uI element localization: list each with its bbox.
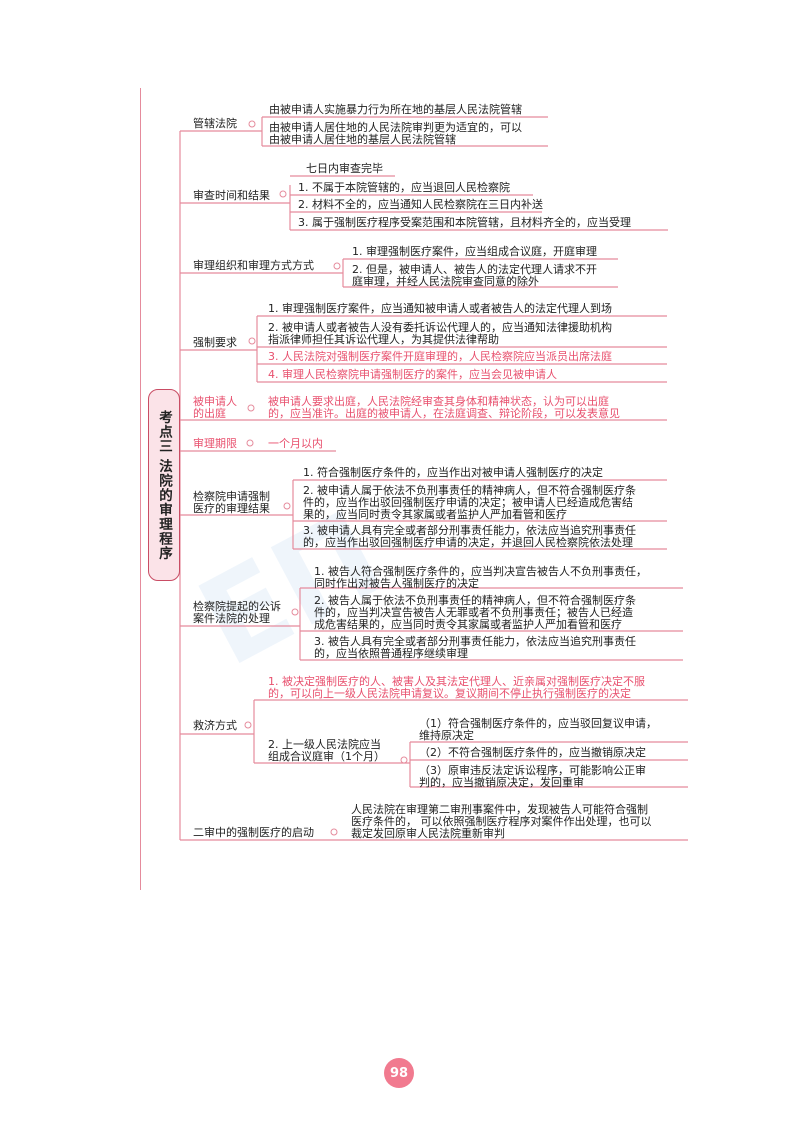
- review-time-item-0: 七日内审查完毕: [306, 162, 383, 175]
- remedy-sub-item-2: （2）不符合强制医疗条件的，应当撤销原决定: [419, 746, 646, 759]
- prosecution-item-2b: 件的，应当判决宣告被告人无罪或者不负刑事责任；被告人已经造: [314, 606, 633, 619]
- remedy-sub-item-3b: 判的，应当撤销原决定，发回重审: [419, 776, 584, 789]
- branch-appearance-line2: 的出庭: [193, 407, 226, 420]
- page-number-badge: 98: [384, 1058, 414, 1088]
- organization-item-2: 2. 但是，被申请人、被告人的法定代理人请求不开: [352, 263, 597, 276]
- review-time-item-1: 1. 不属于本院管辖的，应当退回人民检察院: [298, 181, 510, 194]
- margin-line: [140, 88, 141, 890]
- remedy-item-1b: 的，可以向上一级人民法院申请复议。复议期间不停止执行强制医疗的决定: [268, 687, 631, 700]
- branch-procuratorate-line1: 检察院申请强制: [193, 490, 270, 503]
- procuratorate-item-3b: 的，应当作出驳回强制医疗申请的决定，并退回人民检察院依法处理: [303, 536, 633, 549]
- procuratorate-item-3: 3. 被申请人具有完全或者部分刑事责任能力，依法应当追究刑事责任: [303, 524, 636, 537]
- prosecution-item-2c: 成危害结果的，应当同时责令其家属或者监护人严加看管和医疗: [314, 618, 622, 631]
- remedy-sub-item-3: （3）原审违反法定诉讼程序，可能影响公正审: [419, 764, 646, 777]
- branch-period: 审理期限: [193, 437, 237, 450]
- prosecution-item-1: 1. 被告人符合强制医疗条件的，应当判决宣告被告人不负刑事责任，: [314, 565, 647, 578]
- organization-item-2b: 庭审理，并经人民法院审查同意的除外: [352, 275, 539, 288]
- page-number: 98: [389, 1065, 409, 1081]
- remedy-sub-label-2: 组成合议庭审（1个月）: [268, 750, 385, 763]
- branch-second-instance: 二审中的强制医疗的启动: [193, 826, 314, 839]
- prosecution-item-3: 3. 被告人具有完全或者部分刑事责任能力，依法应当追究刑事责任: [314, 635, 636, 648]
- period-value: 一个月以内: [268, 437, 323, 450]
- remedy-item-1: 1. 被决定强制医疗的人、被害人及其法定代理人、近亲属对强制医疗决定不服: [268, 675, 645, 688]
- prosecution-item-2: 2. 被告人属于依法不负刑事责任的精神病人，但不符合强制医疗条: [314, 594, 636, 607]
- remedy-sub-label-1: 2. 上一级人民法院应当: [268, 738, 381, 751]
- requirements-item-2b: 指派律师担任其诉讼代理人，为其提供法律帮助: [268, 333, 499, 346]
- second-instance-item-3: 裁定发回原审人民法院重新审判: [351, 827, 505, 840]
- root-topic: 考点三 法院的审理程序: [148, 389, 180, 581]
- branch-review-time: 审查时间和结果: [193, 189, 270, 202]
- procuratorate-item-2b: 件的，应当作出驳回强制医疗申请的决定；被申请人已经造成危害结: [303, 496, 633, 509]
- second-instance-item-2: 医疗条件的， 可以依照强制医疗程序对案件作出处理，也可以: [351, 815, 652, 828]
- jurisdiction-item-2: 由被申请人居住地的人民法院审判更为适宜的，可以: [269, 121, 522, 134]
- procuratorate-item-1: 1. 符合强制医疗条件的，应当作出对被申请人强制医疗的决定: [303, 466, 603, 479]
- branch-requirements: 强制要求: [193, 336, 237, 349]
- prosecution-item-3b: 的，应当依照普通程序继续审理: [314, 647, 468, 660]
- branch-jurisdiction: 管辖法院: [193, 117, 237, 130]
- second-instance-item-1: 人民法院在审理第二审刑事案件中，发现被告人可能符合强制: [351, 803, 648, 816]
- branch-remedy: 救济方式: [193, 719, 237, 732]
- requirements-item-4: 4. 审理人民检察院申请强制医疗的案件，应当会见被申请人: [268, 368, 557, 381]
- procuratorate-item-2: 2. 被申请人属于依法不负刑事责任的精神病人，但不符合强制医疗条: [303, 484, 636, 497]
- review-time-item-3: 3. 属于强制医疗程序受案范围和本院管辖，且材料齐全的，应当受理: [298, 216, 631, 229]
- procuratorate-item-2c: 果的，应当同时责令其家属或者监护人严加看管和医疗: [303, 508, 567, 521]
- branch-organization: 审理组织和审理方式方式: [193, 259, 314, 272]
- remedy-sub-item-1: （1）符合强制医疗条件的，应当驳回复议申请，: [419, 717, 657, 730]
- review-time-item-2: 2. 材料不全的，应当通知人民检察院在三日内补送: [298, 198, 543, 211]
- appearance-item-2: 的，应当准许。出庭的被申请人，在法庭调查、辩论阶段，可以发表意见: [268, 407, 620, 420]
- requirements-item-3: 3. 人民法院对强制医疗案件开庭审理的，人民检察院应当派员出席法庭: [268, 350, 612, 363]
- branch-prosecution-line2: 案件法院的处理: [193, 612, 270, 625]
- requirements-item-2: 2. 被申请人或者被告人没有委托诉讼代理人的，应当通知法律援助机构: [268, 321, 612, 334]
- prosecution-item-1b: 同时作出对被告人强制医疗的决定: [314, 577, 479, 590]
- organization-item-1: 1. 审理强制医疗案件，应当组成合议庭，开庭审理: [352, 245, 597, 258]
- jurisdiction-item-1: 由被申请人实施暴力行为所在地的基层人民法院管辖: [269, 103, 522, 116]
- requirements-item-1: 1. 审理强制医疗案件，应当通知被申请人或者被告人的法定代理人到场: [268, 302, 612, 315]
- branch-prosecution-line1: 检察院提起的公诉: [193, 600, 281, 613]
- jurisdiction-item-2b: 由被申请人居住地的基层人民法院管辖: [269, 133, 456, 146]
- root-topic-label: 考点三 法院的审理程序: [156, 409, 172, 561]
- branch-appearance-line1: 被申请人: [193, 395, 237, 408]
- appearance-item-1: 被申请人要求出庭，人民法院经审查其身体和精神状态，认为可以出庭: [268, 395, 609, 408]
- remedy-sub-item-1b: 维持原决定: [419, 729, 474, 742]
- branch-procuratorate-line2: 医疗的审理结果: [193, 502, 270, 515]
